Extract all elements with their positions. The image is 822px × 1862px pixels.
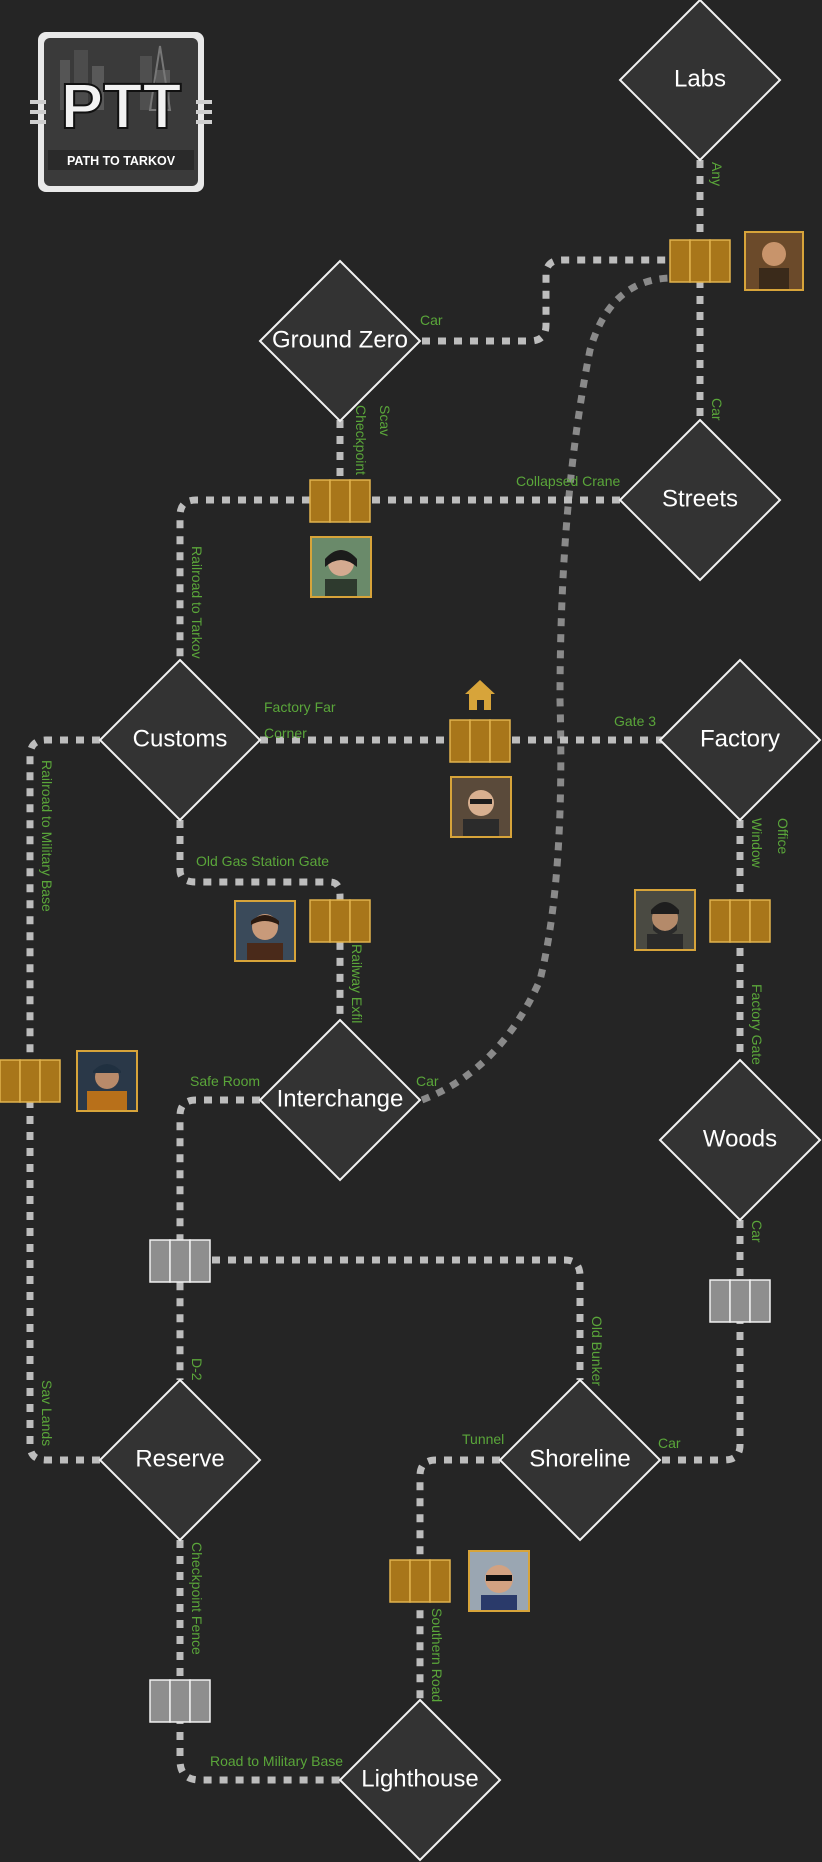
- exit-label: Scav: [377, 405, 393, 436]
- exit-label: Car: [709, 398, 725, 421]
- avatar-customs-factory-trader: [450, 776, 512, 838]
- exit-label: Any: [709, 162, 725, 186]
- exit-label: Office: [775, 818, 791, 855]
- avatar-customs-reserve-trader: [76, 1050, 138, 1112]
- exit-label: Road to Military Base: [210, 1753, 343, 1769]
- connection-paths: [26, 160, 744, 1784]
- gate-reserve-lighthouse: [149, 1679, 211, 1723]
- exit-label: Tunnel: [462, 1431, 504, 1447]
- logo-letters: PTT: [61, 70, 182, 142]
- gate-labs: [669, 239, 731, 283]
- gate-woods-shoreline: [709, 1279, 771, 1323]
- node-label-woods: Woods: [703, 1125, 777, 1152]
- node-label-lighthouse: Lighthouse: [361, 1765, 478, 1792]
- node-ground-zero[interactable]: Ground Zero: [258, 259, 422, 423]
- path-interchange-labs: [420, 274, 671, 1104]
- node-customs[interactable]: Customs: [98, 658, 262, 822]
- node-label-labs: Labs: [674, 65, 726, 92]
- node-label-reserve: Reserve: [135, 1445, 224, 1472]
- node-reserve[interactable]: Reserve: [98, 1378, 262, 1542]
- exit-label: Collapsed Crane: [516, 473, 620, 489]
- path-interchange-reserve: [176, 1096, 260, 1380]
- exit-label: Car: [420, 312, 443, 328]
- exit-label: Checkpoint Fence: [189, 1542, 205, 1655]
- node-factory[interactable]: Factory: [658, 658, 822, 822]
- exit-label: Sav Lands: [39, 1380, 55, 1446]
- node-labs[interactable]: Labs: [618, 0, 782, 162]
- gate-groundzero: [309, 479, 371, 523]
- exit-labels: Any Car Car Scav Checkpoint Collapsed Cr…: [39, 162, 791, 1769]
- exit-label: Factory Far: [264, 699, 336, 715]
- path-gate-shoreline: [212, 1256, 584, 1380]
- avatar-factory-woods-trader: [634, 889, 696, 951]
- exit-label: Corner: [264, 725, 307, 741]
- exit-label: D-2: [189, 1358, 205, 1381]
- exit-label: Car: [416, 1073, 439, 1089]
- exit-label: Checkpoint: [353, 405, 369, 475]
- gate-factory-woods: [709, 899, 771, 943]
- gate-interchange-reserve: [149, 1239, 211, 1283]
- path-customs-rail: [26, 736, 100, 1065]
- ptt-logo: PTT PATH TO TARKOV: [30, 32, 212, 192]
- path-rail-reserve: [26, 1100, 100, 1464]
- exit-label: Railroad to Military Base: [39, 760, 55, 912]
- node-shoreline[interactable]: Shoreline: [498, 1378, 662, 1542]
- avatar-customs-interchange-trader: [234, 900, 296, 962]
- node-lighthouse[interactable]: Lighthouse: [338, 1698, 502, 1862]
- logo-caption: PATH TO TARKOV: [67, 154, 176, 168]
- node-label-ground-zero: Ground Zero: [272, 326, 408, 353]
- avatar-shoreline-trader: [468, 1550, 530, 1612]
- exit-label: Southern Road: [429, 1608, 445, 1702]
- gate-customs-interchange: [309, 899, 371, 943]
- node-label-streets: Streets: [662, 485, 738, 512]
- gate-customs-factory: [449, 719, 511, 763]
- path-gate-customs: [176, 496, 310, 664]
- path-groundzero-labs: [422, 256, 670, 345]
- node-streets[interactable]: Streets: [618, 418, 782, 582]
- exit-label: Car: [658, 1435, 681, 1451]
- exit-label: Safe Room: [190, 1073, 260, 1089]
- exit-label: Railway Exfil: [349, 944, 365, 1023]
- node-interchange[interactable]: Interchange: [258, 1018, 422, 1182]
- exit-label: Car: [749, 1220, 765, 1243]
- exit-label: Factory Gate: [749, 984, 765, 1065]
- node-label-factory: Factory: [700, 725, 780, 752]
- exit-label: Railroad to Tarkov: [189, 546, 205, 659]
- exit-label: Old Gas Station Gate: [196, 853, 329, 869]
- gate-customs-reserve: [0, 1059, 61, 1103]
- path-woods-shoreline: [660, 1220, 744, 1464]
- exit-label: Gate 3: [614, 713, 656, 729]
- node-label-interchange: Interchange: [277, 1085, 404, 1112]
- avatar-labs-trader: [744, 231, 804, 291]
- node-label-shoreline: Shoreline: [529, 1445, 630, 1472]
- exit-label: Window: [749, 818, 765, 869]
- path-shoreline-lighthouse: [416, 1456, 500, 1700]
- exit-label: Old Bunker: [589, 1316, 605, 1386]
- node-woods[interactable]: Woods: [658, 1058, 822, 1222]
- gate-shoreline-lighthouse: [389, 1559, 451, 1603]
- avatar-groundzero-trader: [310, 536, 372, 598]
- home-icon: [465, 680, 495, 710]
- path-customs-interchange: [176, 820, 344, 1020]
- node-label-customs: Customs: [133, 725, 228, 752]
